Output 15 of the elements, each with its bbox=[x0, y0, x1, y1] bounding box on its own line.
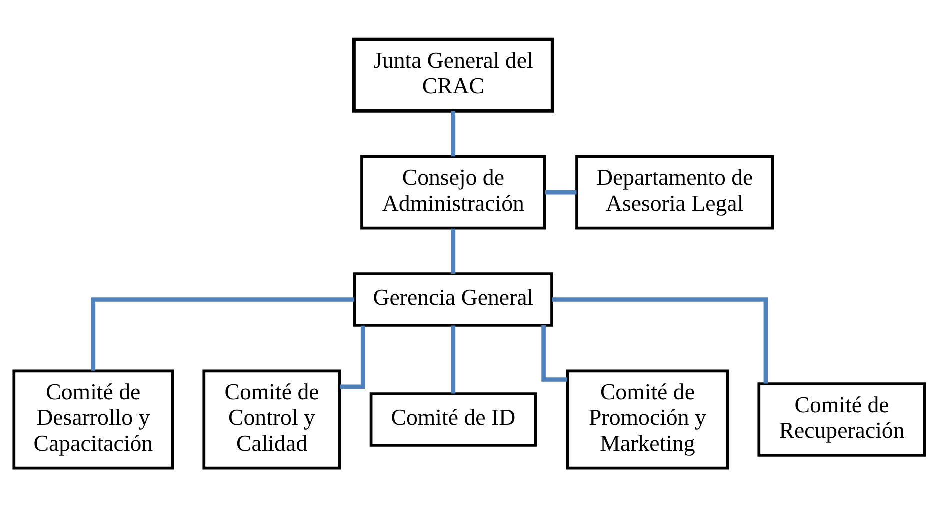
connector bbox=[451, 228, 456, 274]
connector bbox=[451, 325, 456, 394]
node-box: Consejo de Administración bbox=[360, 154, 546, 230]
node-box: Comité de Recuperación bbox=[758, 382, 926, 456]
node-box: Comité de ID bbox=[370, 392, 537, 446]
connector bbox=[552, 297, 768, 384]
node-box: Comité de Control y Calidad bbox=[202, 369, 342, 470]
node-box: Comité de Desarrollo y Capacitación bbox=[12, 369, 174, 470]
node-box: Departamento de Asesoria Legal bbox=[576, 154, 774, 230]
node-box: Comité de Promoción y Marketing bbox=[566, 369, 730, 470]
connector bbox=[545, 190, 577, 194]
connector bbox=[451, 110, 456, 156]
node-box: Gerencia General bbox=[353, 272, 554, 326]
connector bbox=[91, 297, 355, 370]
node-box: Junta General del CRAC bbox=[352, 37, 554, 112]
